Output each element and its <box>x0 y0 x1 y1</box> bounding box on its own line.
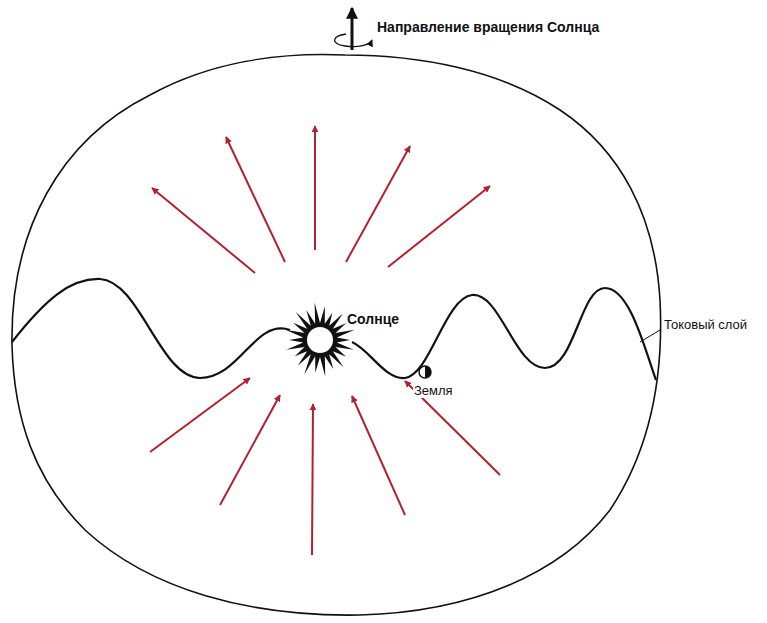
current-sheet <box>12 279 656 380</box>
sun-symbol <box>285 302 354 376</box>
rotation-label: Направление вращения Солнца <box>376 20 600 35</box>
earth-label: Земля <box>413 384 454 398</box>
earth-symbol <box>419 366 431 378</box>
rotation-axis-arrow <box>351 8 354 50</box>
solar-wind-arrows <box>150 126 500 555</box>
rotation-arrow <box>335 34 372 47</box>
heliosphere-boundary <box>12 54 661 615</box>
sun-label: Солнце <box>346 312 400 327</box>
leader-line <box>640 330 660 342</box>
current-sheet-label: Токовый слой <box>663 318 748 332</box>
